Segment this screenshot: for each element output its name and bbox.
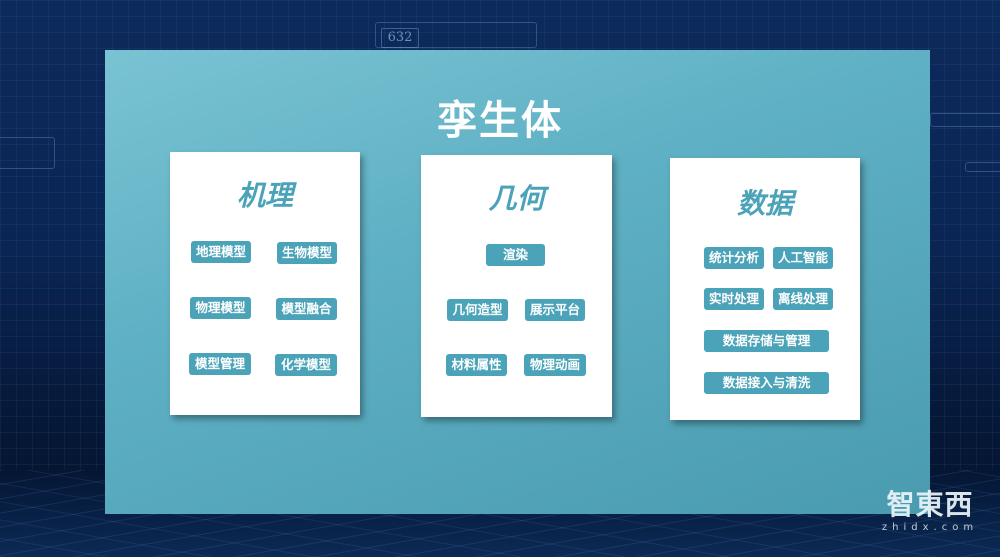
card-mechanism: 机理 地理模型 生物模型 物理模型 模型融合 模型管理 化学模型 xyxy=(170,152,360,415)
logo-domain: zhidx.com xyxy=(881,522,979,533)
tag-chem-model: 化学模型 xyxy=(275,354,337,376)
card-title: 几何 xyxy=(488,182,545,215)
hud-frame-right xyxy=(930,113,1000,127)
hud-number: 632 xyxy=(381,28,419,48)
tag-model-fusion: 模型融合 xyxy=(276,298,337,320)
hud-frame-top xyxy=(375,22,537,48)
tag-bio-model: 生物模型 xyxy=(277,242,337,264)
tag-model-management: 模型管理 xyxy=(189,353,251,375)
slide-title: 孪生体 xyxy=(437,98,563,144)
tag-geometric-modeling: 几何造型 xyxy=(447,299,508,321)
logo-text: 智東西 xyxy=(886,488,974,521)
tag-physics-model: 物理模型 xyxy=(190,297,251,319)
tag-ai: 人工智能 xyxy=(773,247,833,269)
tag-rendering: 渲染 xyxy=(486,244,545,266)
card-geometry: 几何 渲染 几何造型 展示平台 材料属性 物理动画 xyxy=(421,155,612,417)
tag-data-storage: 数据存储与管理 xyxy=(704,330,829,352)
tag-display-platform: 展示平台 xyxy=(525,299,585,321)
hud-frame-left xyxy=(0,137,55,169)
tag-offline-processing: 离线处理 xyxy=(773,288,833,310)
tag-statistical-analysis: 统计分析 xyxy=(704,247,764,269)
tag-realtime-processing: 实时处理 xyxy=(704,288,764,310)
tag-data-ingestion: 数据接入与清洗 xyxy=(704,372,829,394)
tag-geo-model: 地理模型 xyxy=(191,241,251,263)
card-title: 机理 xyxy=(236,179,293,212)
tag-material-properties: 材料属性 xyxy=(446,354,507,376)
zhidx-logo: 智東西 zhidx.com xyxy=(866,488,994,550)
hud-frame-right-2 xyxy=(965,162,1000,172)
card-data: 数据 统计分析 人工智能 实时处理 离线处理 数据存储与管理 数据接入与清洗 xyxy=(670,158,860,420)
tag-physics-animation: 物理动画 xyxy=(524,354,586,376)
card-title: 数据 xyxy=(736,187,793,220)
